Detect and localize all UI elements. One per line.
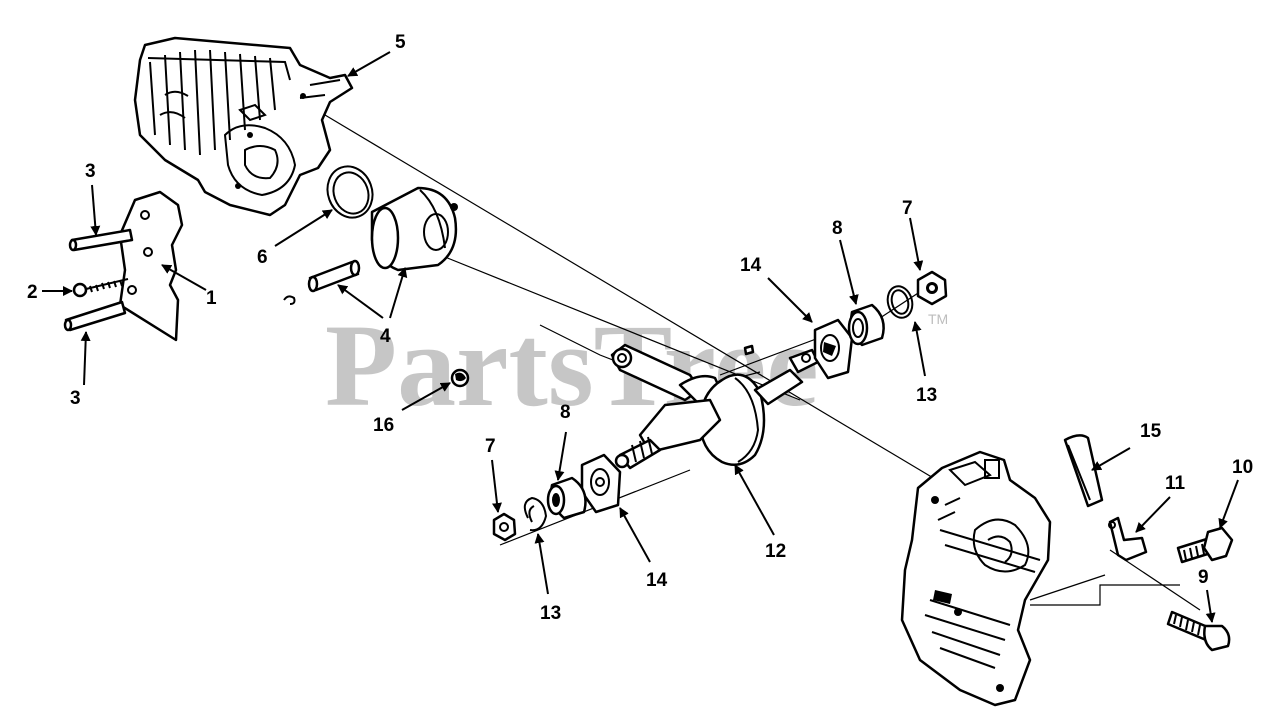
screw-small [72, 278, 129, 298]
callout-12: 12 [765, 541, 786, 562]
wrist-pin [307, 259, 361, 293]
retaining-ring-left [523, 496, 548, 532]
bearing-left [546, 476, 587, 520]
crankshaft [610, 343, 820, 470]
callout-14-right: 14 [740, 255, 762, 276]
callout-6: 6 [257, 247, 268, 268]
bearing-plate-left [580, 453, 622, 514]
bearing-plate-right [813, 318, 854, 380]
screw-lower [1166, 610, 1231, 652]
callout-5: 5 [395, 32, 406, 53]
fuel-tube [1063, 434, 1104, 508]
callout-1: 1 [206, 288, 217, 309]
bearing-right [847, 303, 885, 347]
bolt-upper [1176, 526, 1234, 564]
callout-11: 11 [1165, 473, 1186, 494]
piston-clip [283, 295, 296, 305]
callout-7-right: 7 [902, 198, 913, 219]
watermark-trademark: TM [928, 311, 948, 327]
callout-labels: 5 1 2 3 3 6 4 16 14 8 7 13 8 7 13 14 12 … [27, 32, 1253, 624]
callout-4: 4 [380, 326, 391, 347]
callout-3-lower: 3 [70, 388, 81, 409]
callout-16: 16 [373, 415, 394, 436]
gasket-plate [118, 190, 184, 342]
leader-arrows [42, 51, 1239, 623]
callout-7-left: 7 [485, 436, 496, 457]
needle-ball [450, 368, 470, 388]
callout-2: 2 [27, 282, 38, 303]
pin-lower [63, 300, 127, 332]
nut-right [916, 270, 948, 306]
callout-8-right: 8 [832, 218, 843, 239]
callout-14-left: 14 [646, 570, 668, 591]
elbow-fitting [1108, 516, 1148, 562]
cylinder [133, 36, 354, 217]
piston-ring [326, 165, 374, 219]
callout-13-right: 13 [916, 385, 937, 406]
crankcase [900, 450, 1052, 707]
callout-9: 9 [1198, 567, 1209, 588]
nut-left [492, 512, 517, 542]
retaining-ring-right [886, 285, 914, 319]
pin-upper [68, 228, 134, 252]
callout-15: 15 [1140, 421, 1162, 442]
callout-10: 10 [1232, 457, 1253, 478]
callout-13-left: 13 [540, 603, 561, 624]
callout-3-upper: 3 [85, 161, 96, 182]
callout-8-left: 8 [560, 402, 571, 423]
piston [370, 186, 458, 272]
